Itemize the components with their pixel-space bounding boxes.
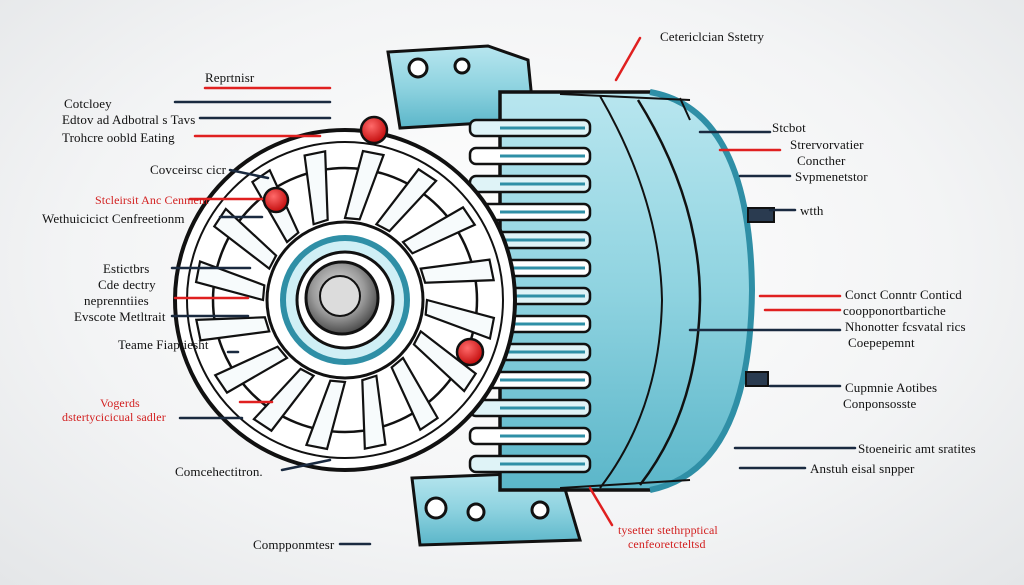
label-wethuicicict: Wethuicicict Cenfreetionm — [42, 211, 185, 226]
label-stoeneiric: Stoeneiric amt sratites — [858, 441, 976, 456]
label-conponsosste: Conponsosste — [843, 396, 917, 411]
leader-line — [614, 36, 642, 82]
leader-line — [280, 458, 332, 472]
label-concther: Concther — [797, 153, 846, 168]
label-edtov: Edtov ad Adbotral s Tavs — [62, 112, 196, 127]
fan-blade — [419, 258, 496, 284]
callout-dot-center — [455, 337, 485, 367]
label-stcleirsit: Stcleirsit Anc Cenment — [95, 193, 209, 207]
fan-blade — [374, 167, 438, 233]
label-estictbrs: Estictbrs — [103, 261, 150, 276]
label-trohcre: Trohcre oobld Eating — [62, 130, 175, 145]
label-cetericlcian: Cetericlcian Sstetry — [660, 29, 765, 44]
fan-blade — [390, 356, 440, 432]
label-cenfeoretcteltsd: cenfeoretcteltsd — [628, 537, 706, 551]
label-tysetter: tysetter stethrpptical — [618, 523, 718, 537]
label-evscote: Evscote Metltrait — [74, 309, 166, 324]
label-dstertycicicual: dstertycicicual sadler — [62, 410, 166, 424]
fan-blade — [401, 205, 477, 255]
top-mount-bracket — [386, 44, 536, 130]
fan-blade — [424, 298, 496, 341]
label-comcehectitron: Comcehectitron. — [175, 464, 263, 479]
label-vogerds: Vogerds — [100, 396, 140, 410]
label-reprtnisr: Reprtnisr — [205, 70, 255, 85]
label-cupmnie: Cupmnie Aotibes — [845, 380, 938, 395]
label-wtth: wtth — [800, 203, 824, 218]
fan-blade — [343, 149, 386, 221]
fan-blade — [194, 259, 266, 302]
label-cde-dectry: Cde dectry — [98, 277, 156, 292]
fan-blade — [212, 207, 278, 271]
callout-dot-top — [359, 115, 389, 145]
label-compponmtesr: Compponmtesr — [253, 537, 335, 552]
label-coepepemnt: Coepepemnt — [848, 335, 915, 350]
fan-blade — [412, 329, 478, 393]
label-svpmenetstor: Svpmenetstor — [795, 169, 868, 184]
fan-blade — [252, 367, 316, 433]
fan-blade — [303, 149, 329, 226]
leader-line — [228, 168, 270, 180]
label-coopponortbartiche: coopponortbartiche — [843, 303, 946, 318]
pulley-hub — [265, 220, 425, 380]
fan-blade — [213, 345, 289, 395]
fan-blades — [194, 149, 496, 451]
label-anstuh: Anstuh eisal snpper — [810, 461, 915, 476]
fan-blade — [361, 374, 387, 451]
fan-blade — [194, 316, 271, 342]
label-neprenntiies: neprenntiies — [84, 293, 149, 308]
label-strervorvatier: Strervorvatier — [790, 137, 864, 152]
label-stcbot: Stcbot — [772, 120, 806, 135]
fan-blade — [304, 379, 347, 451]
label-teame: Teame Fiaptiesht — [118, 337, 209, 352]
callout-dot-left — [262, 186, 290, 214]
leader-line — [588, 486, 614, 527]
label-nhonotter: Nhonotter fcsvatal rics — [845, 319, 966, 334]
label-conct-conntr: Conct Conntr Conticd — [845, 287, 962, 302]
leader-lines — [170, 36, 857, 546]
label-cotcloey: Cotcloey — [64, 96, 112, 111]
label-covceirsc: Covceirsc cicr — [150, 162, 227, 177]
